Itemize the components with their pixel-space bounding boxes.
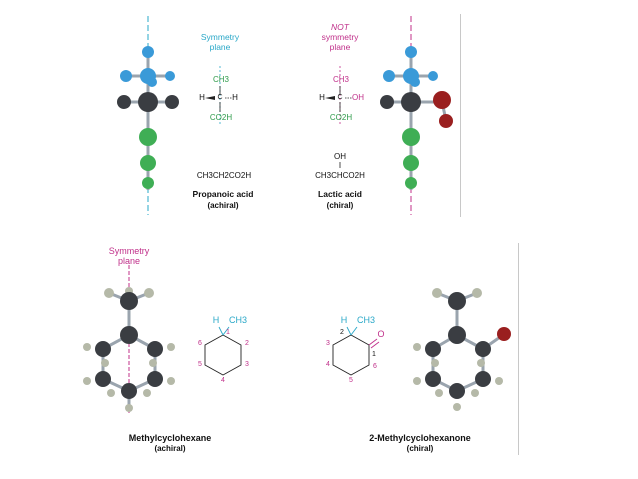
lactic-h-left: H [319, 93, 325, 102]
propanoic-h-left: H [199, 93, 205, 102]
lactic-acid-chirality: (chiral) [326, 201, 354, 210]
bottom-diagram-svg [83, 265, 511, 413]
lactic-acid-name: Lactic acid [318, 189, 362, 199]
propanoic-c: C [217, 94, 223, 101]
lactic-oh-right: OH [352, 93, 364, 102]
mcho-num-3: 3 [326, 340, 330, 347]
methylcyclohexanone-chirality: (chiral) [406, 444, 434, 453]
methylcyclohexanone-name: 2-Methylcyclohexanone [369, 433, 471, 443]
propanoic-acid-chirality: (achiral) [207, 201, 239, 210]
propanoic-co2h: CO2H [209, 113, 233, 122]
mch-ch3: CH3 [228, 315, 247, 325]
lactic-ch3: CH3 [332, 75, 349, 84]
mcho-h: H [340, 315, 348, 325]
mcho-ch3: CH3 [356, 315, 375, 325]
propanoic-h-right: H [232, 93, 238, 102]
mch-num-6: 6 [198, 340, 202, 347]
lactic-oh-top: OH [334, 152, 346, 161]
not-symmetry-plane-label: NOT symmetry plane [321, 22, 359, 52]
top-diagram-svg [117, 16, 453, 215]
methylcyclohexane-2d-ring [204, 326, 242, 376]
lactic-acid-3d-model [380, 46, 453, 190]
mcho-num-5: 5 [349, 377, 353, 384]
lactic-c: C [337, 94, 343, 101]
bottom-symmetry-plane-label: Symmetry plane [108, 246, 150, 267]
mch-num-2: 2 [245, 340, 249, 347]
mch-num-5: 5 [198, 361, 202, 368]
mcho-o: O [377, 329, 385, 339]
symmetry-plane-label: Symmetry plane [200, 32, 240, 52]
mcho-num-6: 6 [373, 363, 377, 370]
methylcyclohexane-3d-model [83, 287, 175, 412]
lactic-co2h: CO2H [329, 113, 353, 122]
propanoic-condensed-formula: CH3CH2CO2H [196, 171, 252, 180]
methylcyclohexanone-3d-model [413, 288, 511, 411]
mch-num-3: 3 [245, 361, 249, 368]
methylcyclohexane-name: Methylcyclohexane [128, 433, 212, 443]
mcho-num-1: 1 [372, 351, 376, 358]
mcho-num-4: 4 [326, 361, 330, 368]
lactic-condensed-formula: CH3CHCO2H [315, 171, 365, 180]
mch-num-4: 4 [221, 377, 225, 384]
bottom-panel: Symmetry plane H CH3 1 2 3 4 5 6 H CH3 O… [83, 243, 519, 455]
mch-num-1: 1 [226, 329, 230, 336]
methylcyclohexanone-2d-ring [332, 326, 380, 376]
mcho-num-2: 2 [340, 329, 344, 336]
top-panel: Symmetry plane NOT symmetry plane CH3 H … [112, 14, 461, 217]
methylcyclohexane-chirality: (achiral) [154, 444, 186, 453]
propanoic-ch3: CH3 [212, 75, 229, 84]
mch-h: H [212, 315, 220, 325]
propanoic-acid-name: Propanoic acid [192, 189, 254, 199]
propanoic-acid-3d-model [117, 46, 179, 190]
